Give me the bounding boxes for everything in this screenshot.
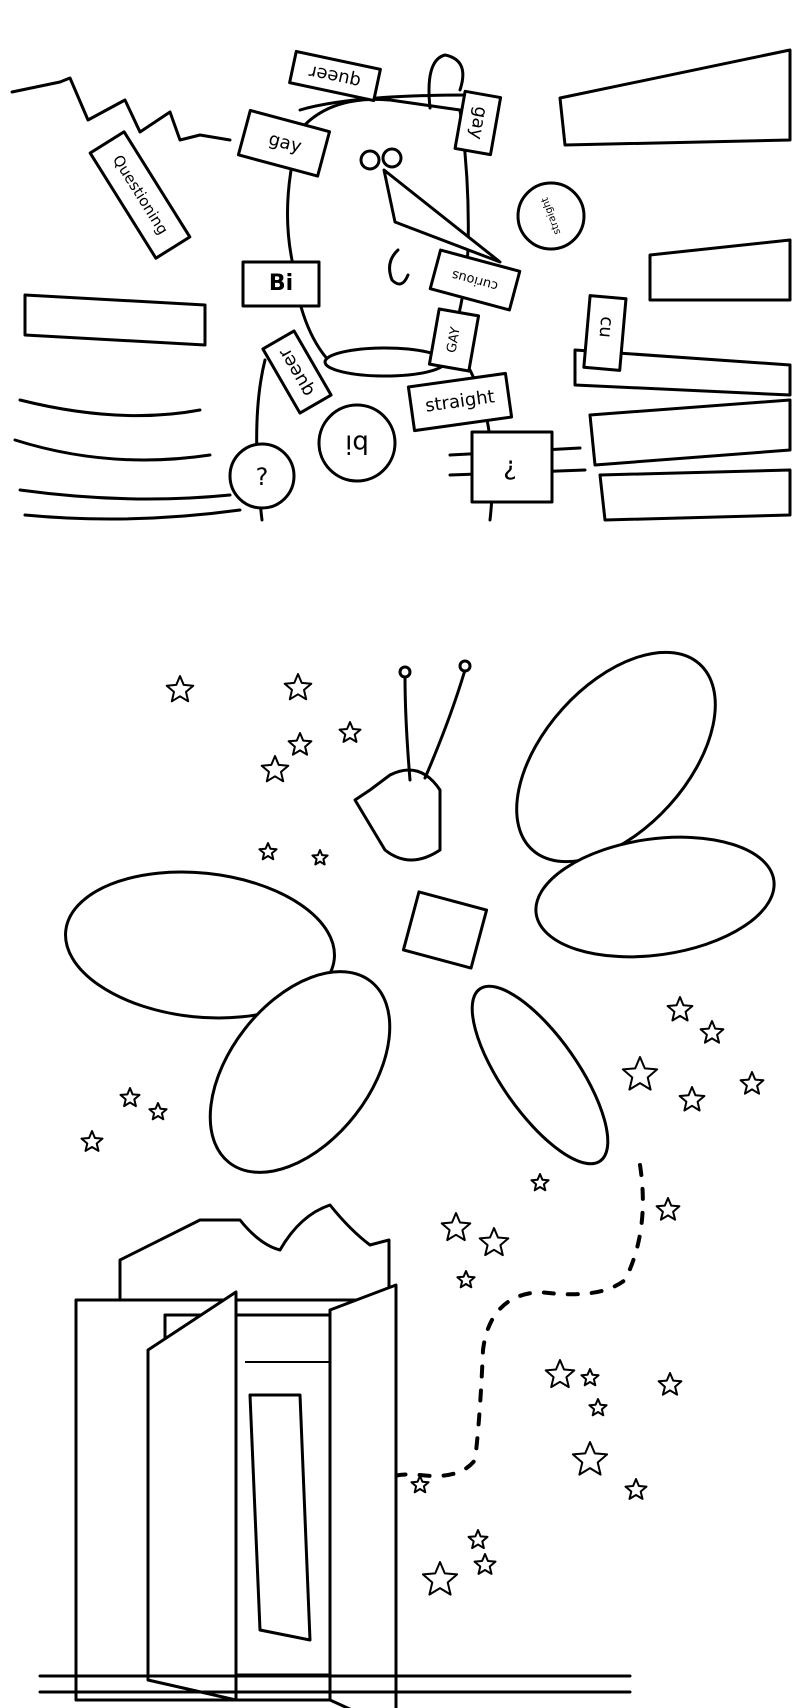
tag-gay: gay <box>236 108 332 178</box>
star-icon <box>410 1475 430 1494</box>
star-icon <box>148 1102 168 1121</box>
left-eye <box>359 149 381 171</box>
antennae <box>403 668 467 782</box>
star-icon <box>287 732 313 756</box>
star-icon <box>260 755 290 783</box>
star-icon <box>678 1086 706 1112</box>
star-icon <box>119 1087 141 1108</box>
star-icon <box>588 1398 608 1417</box>
svg-text:cu: cu <box>595 316 618 339</box>
star-icon <box>338 721 362 743</box>
coin-straight: straight <box>516 181 586 251</box>
star-icon <box>421 1561 459 1596</box>
right-eye <box>381 147 403 169</box>
stars <box>80 673 765 1596</box>
star-icon <box>283 673 313 701</box>
coin-question: ? <box>228 442 296 510</box>
svg-text:?: ? <box>256 463 269 491</box>
star-icon <box>311 849 329 866</box>
star-icon <box>657 1372 683 1396</box>
left-door <box>146 1290 238 1702</box>
collar <box>323 346 447 378</box>
arms <box>13 48 792 522</box>
nose <box>382 168 502 264</box>
star-icon <box>571 1441 609 1476</box>
receipt-gay: GAY <box>427 307 481 373</box>
butterfly-panel <box>38 650 776 1708</box>
tag-bi: Bi <box>241 260 321 308</box>
star-icon <box>655 1197 681 1221</box>
tag-cu: cu <box>582 294 628 372</box>
tag-gay-ear: gay <box>453 89 503 157</box>
tag-questioning: Questioning <box>88 130 192 260</box>
wardrobe <box>38 1203 632 1708</box>
tag-queer-top: queer <box>288 49 382 103</box>
floor-line <box>38 1674 632 1694</box>
abdomen <box>470 984 610 1166</box>
star-icon <box>739 1071 765 1095</box>
star-icon <box>165 675 195 703</box>
star-icon <box>530 1173 550 1192</box>
star-icon <box>473 1553 497 1575</box>
star-icon <box>467 1529 489 1550</box>
star-icon <box>544 1359 576 1389</box>
star-icon <box>580 1368 600 1387</box>
chain <box>10 76 232 142</box>
mouth <box>388 248 410 286</box>
labelled-man-panel: queer gay gay Questioning straight Bi cu… <box>10 48 792 522</box>
tag-straight: straight <box>406 371 514 433</box>
star-icon <box>624 1478 648 1500</box>
tag-curious: curious <box>428 248 522 312</box>
sign-question: ? <box>470 430 554 504</box>
body <box>401 890 489 970</box>
star-icon <box>80 1130 104 1152</box>
face <box>353 768 442 862</box>
hanging-costume <box>248 1393 312 1642</box>
svg-text:bi: bi <box>345 429 369 459</box>
star-icon <box>666 996 694 1022</box>
right-door <box>328 1283 398 1708</box>
star-icon <box>258 842 278 861</box>
star-icon <box>456 1270 476 1289</box>
svg-text:?: ? <box>503 454 517 484</box>
coin-bi: bi <box>317 403 397 483</box>
wings <box>64 650 776 1174</box>
svg-text:GAY: GAY <box>444 326 463 354</box>
star-icon <box>621 1056 659 1091</box>
star-icon <box>440 1212 472 1242</box>
star-icon <box>699 1020 725 1044</box>
star-icon <box>478 1227 510 1257</box>
svg-text:Bi: Bi <box>269 271 293 296</box>
